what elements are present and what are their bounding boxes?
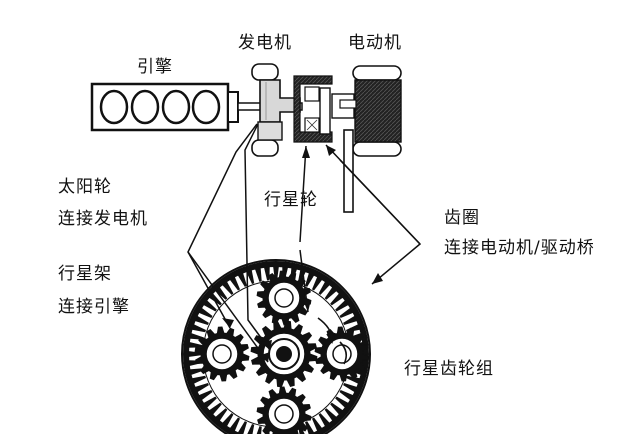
ring-gear-tooth bbox=[330, 292, 344, 306]
ring-gear-tooth bbox=[324, 286, 338, 300]
ring-gear-tooth bbox=[305, 272, 315, 287]
ring-gear-tooth bbox=[339, 307, 354, 319]
ring-gear-tooth bbox=[198, 307, 213, 319]
rotation-arrows bbox=[317, 317, 348, 365]
ring-gear-tooth bbox=[203, 396, 217, 409]
ring-gear-tooth bbox=[208, 402, 222, 416]
planet-gear-right-hub bbox=[332, 344, 352, 364]
label-sun-gear-title: 太阳轮 bbox=[58, 177, 112, 197]
ring-gear-tooth bbox=[263, 266, 270, 281]
planet-gear-left-hub bbox=[212, 344, 232, 364]
label-planetary-set: 行星齿轮组 bbox=[404, 359, 494, 379]
label-ring-gear-desc: 连接电动机/驱动桥 bbox=[444, 238, 595, 258]
ring-gear-tooth bbox=[254, 267, 262, 282]
planet-gear-bottom-hub bbox=[274, 404, 294, 424]
generator-unit bbox=[251, 63, 301, 157]
label-carrier-desc: 连接引擎 bbox=[58, 297, 130, 317]
label-planet-gear: 行星轮 bbox=[264, 190, 318, 210]
label-generator: 发电机 bbox=[238, 33, 292, 53]
ring-gear-tooth bbox=[343, 383, 358, 393]
ring-gear-tooth bbox=[237, 272, 247, 287]
ring-gear-tooth bbox=[343, 315, 358, 325]
ring-gear-tooth bbox=[191, 324, 206, 333]
ring-gear-tooth bbox=[203, 299, 217, 312]
ring-gear-tooth bbox=[221, 281, 234, 295]
ring-gear-tooth bbox=[339, 389, 354, 401]
ring-gear-tooth bbox=[189, 368, 204, 376]
ring-gear-tooth bbox=[247, 424, 255, 434]
ring-gear-tooth bbox=[237, 421, 247, 434]
label-motor: 电动机 bbox=[348, 33, 402, 53]
label-carrier-title: 行星架 bbox=[58, 264, 112, 284]
motor-unit bbox=[339, 65, 402, 157]
planet-gears bbox=[194, 270, 370, 434]
ring-gear-tooth bbox=[346, 375, 361, 384]
ring-gear-tooth bbox=[229, 276, 241, 291]
ring-gear-tooth bbox=[324, 408, 338, 422]
ring-gear-tooth bbox=[318, 281, 331, 295]
ring-gear-tooth bbox=[318, 413, 331, 427]
ring-gear-tooth bbox=[330, 402, 344, 416]
label-engine: 引擎 bbox=[137, 57, 173, 77]
ring-gear-tooth bbox=[191, 375, 206, 384]
drive-output-shaft bbox=[343, 129, 354, 213]
ring-gear-tooth bbox=[214, 408, 228, 422]
ring-gear-tooth bbox=[335, 299, 349, 312]
ring-gear-tooth bbox=[246, 269, 255, 284]
planet-gear-top-hub bbox=[274, 288, 294, 308]
engine-block bbox=[90, 82, 239, 132]
ring-gear-tooth bbox=[311, 417, 323, 432]
ring-gear-band bbox=[183, 261, 369, 434]
ring-gear-tooth bbox=[335, 396, 349, 409]
ring-gear-tooth bbox=[198, 389, 213, 401]
arrowheads bbox=[222, 145, 383, 362]
ring-gear-tooth bbox=[214, 286, 228, 300]
ring-gear-tooth bbox=[311, 276, 323, 291]
ring-gear-tooth bbox=[194, 315, 209, 325]
sun-gear bbox=[250, 320, 318, 388]
label-ring-gear-title: 齿圈 bbox=[444, 208, 480, 228]
ring-gear-tooth bbox=[188, 341, 203, 348]
ring-gear-tooth bbox=[229, 417, 241, 432]
ring-gear-tooth bbox=[194, 383, 209, 393]
ring-gear-tooth bbox=[256, 426, 262, 434]
ring-gear-tooth bbox=[221, 413, 234, 427]
ring-gear-tooth bbox=[305, 421, 315, 434]
label-sun-gear-desc: 连接发电机 bbox=[58, 209, 148, 229]
